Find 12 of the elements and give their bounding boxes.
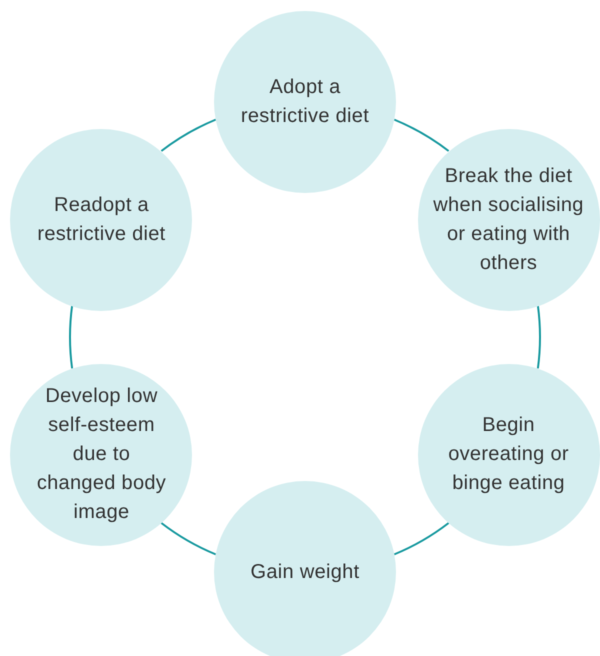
step-label: Gain weight bbox=[250, 560, 360, 584]
connector-arc bbox=[394, 118, 450, 152]
connector-arc bbox=[536, 306, 541, 368]
step-label: Adopt a restrictive diet bbox=[240, 75, 370, 129]
connector-arc bbox=[160, 522, 216, 556]
step-label: Readopt a restrictive diet bbox=[36, 192, 167, 246]
step-label: Develop low self-esteem due to changed body image bbox=[36, 384, 166, 525]
step-label: Break the diet when socialising or eating with others bbox=[432, 164, 585, 276]
connector-arc bbox=[394, 522, 450, 556]
connector-arc bbox=[160, 118, 216, 152]
step-label: Begin overeating or binge eating bbox=[447, 413, 570, 496]
connector-arc bbox=[69, 306, 74, 368]
